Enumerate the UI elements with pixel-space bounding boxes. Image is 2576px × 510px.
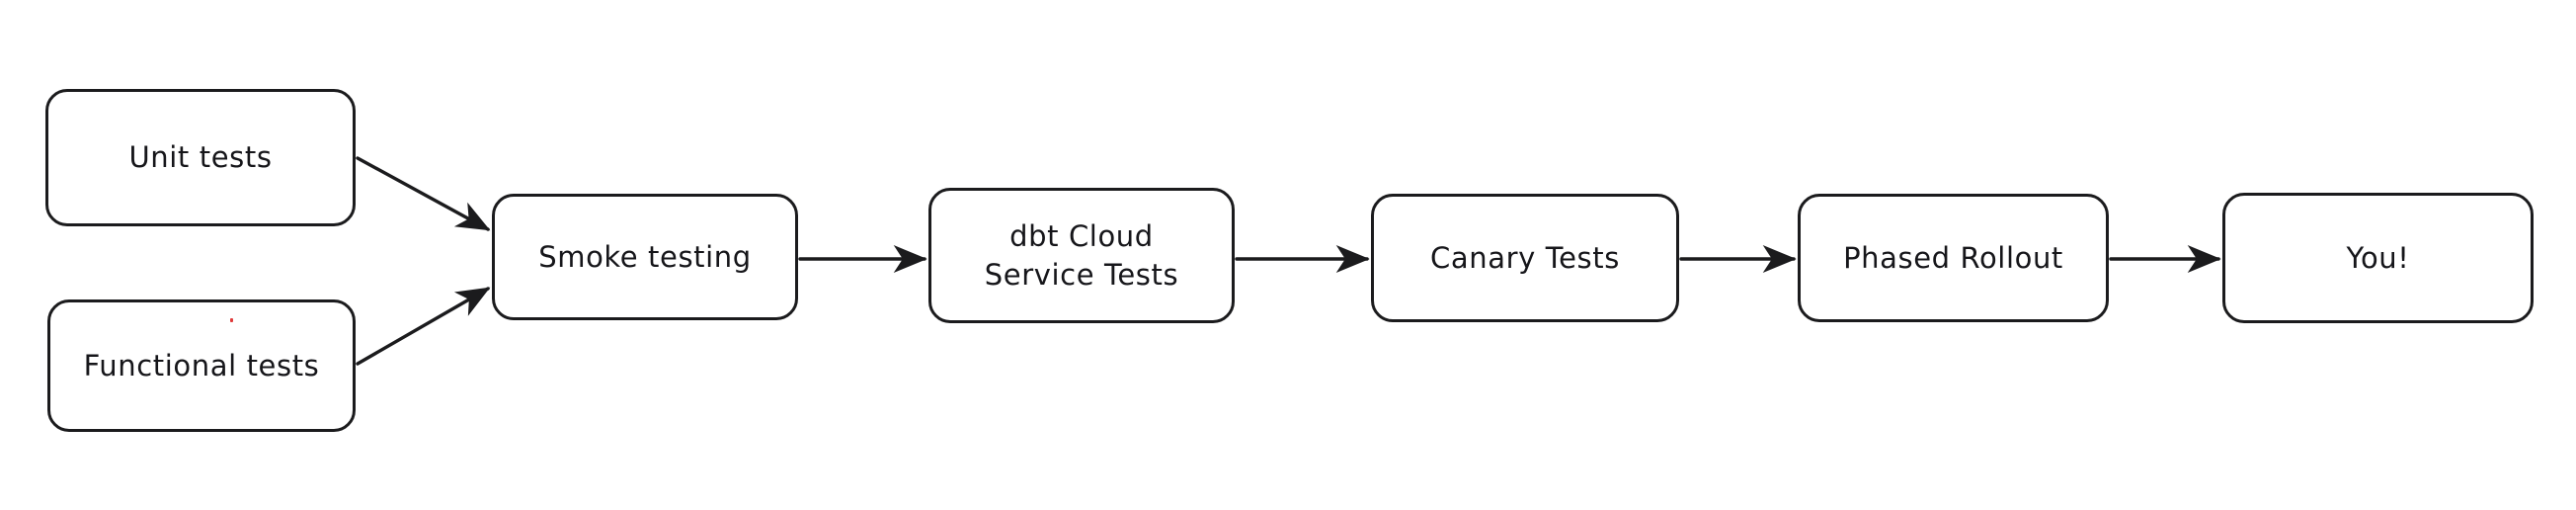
edge-functional-to-smoke — [356, 287, 491, 366]
node-label-canary-tests: Canary Tests — [1430, 240, 1620, 275]
node-unit-tests[interactable]: Unit tests — [45, 89, 356, 226]
node-smoke-testing[interactable]: Smoke testing — [492, 194, 798, 320]
node-phased-rollout[interactable]: Phased Rollout — [1798, 194, 2109, 322]
node-functional-tests[interactable]: Functional tests — [47, 299, 356, 432]
node-label-phased-rollout: Phased Rollout — [1843, 240, 2063, 275]
edge-unit-to-smoke — [356, 156, 491, 231]
node-you[interactable]: You! — [2222, 193, 2534, 323]
node-label-you: You! — [2346, 240, 2410, 275]
node-label-unit-tests: Unit tests — [128, 140, 273, 175]
red-speck-artifact — [230, 318, 233, 322]
node-label-smoke-testing: Smoke testing — [538, 239, 752, 274]
node-dbt-cloud-service-tests[interactable]: dbt Cloud Service Tests — [928, 188, 1235, 323]
node-label-functional-tests: Functional tests — [83, 348, 320, 382]
node-label-dbt-cloud-service-tests: dbt Cloud Service Tests — [984, 219, 1179, 292]
node-canary-tests[interactable]: Canary Tests — [1371, 194, 1679, 322]
